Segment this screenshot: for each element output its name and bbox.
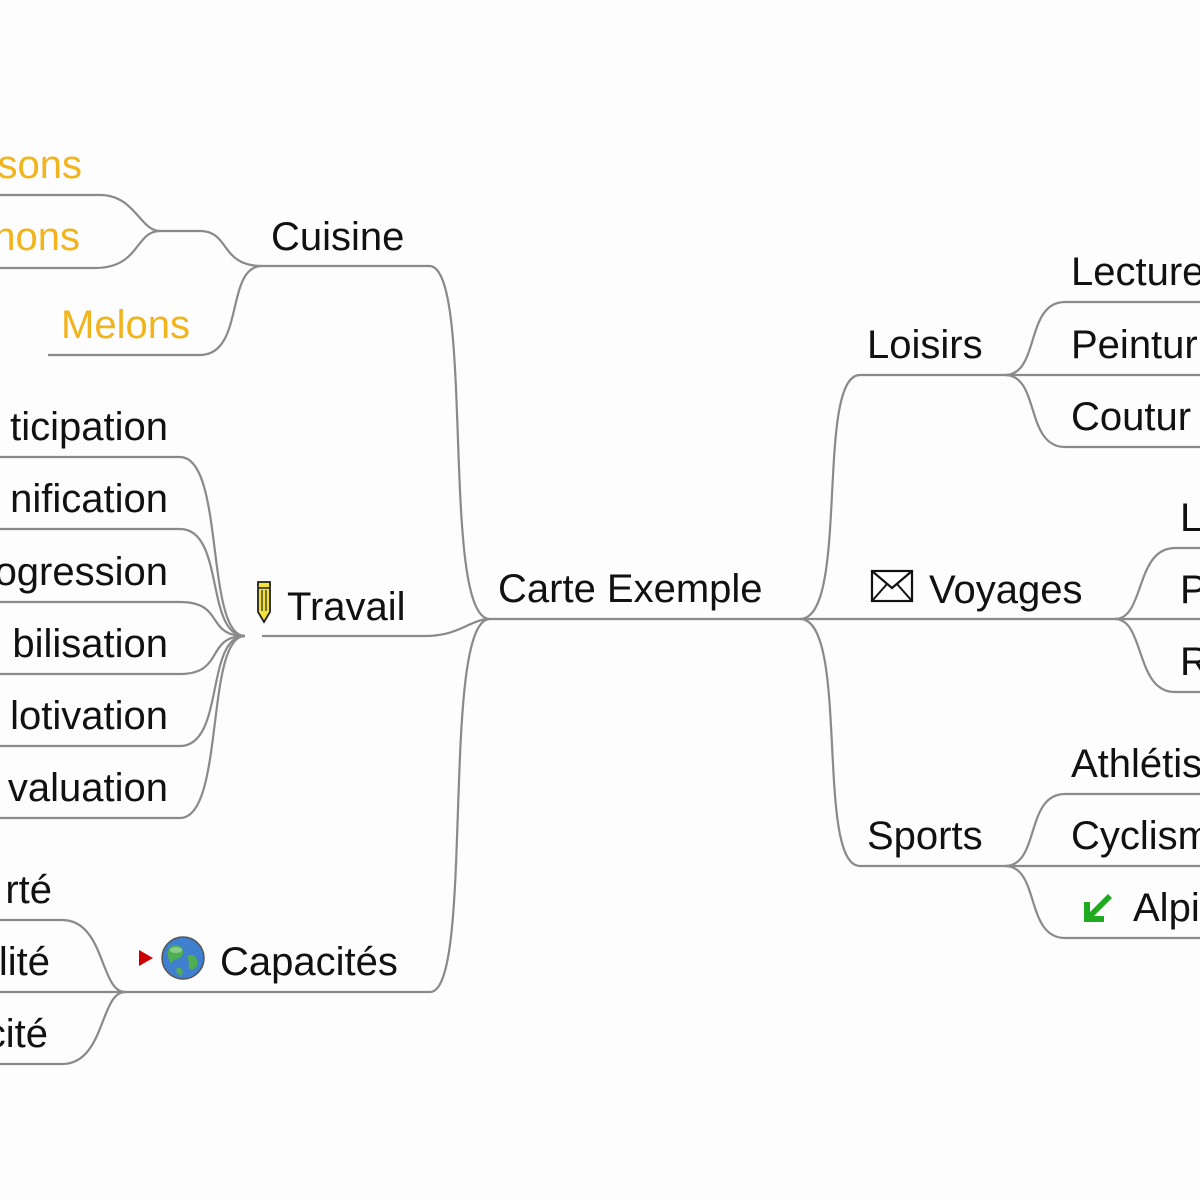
leaf-travail-6[interactable]: valuation <box>8 766 168 810</box>
node-travail[interactable]: Travail <box>287 585 406 629</box>
leaf-loisirs-1[interactable]: Lecture <box>1071 250 1200 294</box>
edge-root-left <box>262 617 491 638</box>
leaf-travail-2[interactable]: nification <box>10 477 168 521</box>
node-cuisine[interactable]: Cuisine <box>271 215 404 259</box>
red-triangle-icon <box>139 950 153 966</box>
leaf-loisirs-3[interactable]: Coutur <box>1071 395 1191 439</box>
root-node[interactable]: Carte Exemple <box>498 567 763 611</box>
node-voyages[interactable]: Voyages <box>929 568 1082 612</box>
edge-root-right <box>799 617 1005 868</box>
leaf-loisirs-2[interactable]: Peintur <box>1071 323 1198 367</box>
edge-voyages-child <box>1114 617 1200 694</box>
leaf-cuisine-1[interactable]: sons <box>0 143 82 187</box>
leaf-cuisine-2[interactable]: nons <box>0 215 80 259</box>
globe-icon <box>161 936 205 980</box>
node-capacites[interactable]: Capacités <box>220 940 398 984</box>
pencil-icon <box>257 581 271 624</box>
edge-root-left <box>262 264 491 621</box>
edge-cuisine-child <box>160 229 263 268</box>
leaf-travail-3[interactable]: ogression <box>0 550 168 594</box>
edge-loisirs-child <box>1004 300 1200 377</box>
edge-cuisine-child <box>0 193 161 233</box>
edge-root-right <box>799 373 1005 621</box>
envelope-icon <box>870 569 914 603</box>
edge-root-left <box>125 617 491 994</box>
leaf-voyages-3[interactable]: R <box>1180 640 1200 684</box>
green-arrow-icon <box>1084 894 1112 922</box>
leaf-cuisine-3[interactable]: Melons <box>61 303 190 347</box>
edge-capacites-child <box>0 990 126 1066</box>
node-sports[interactable]: Sports <box>867 814 983 858</box>
edge-travail-child <box>0 455 246 638</box>
leaf-voyages-2[interactable]: P <box>1180 568 1200 612</box>
leaf-travail-5[interactable]: lotivation <box>10 694 168 738</box>
leaf-capacites-1[interactable]: rté <box>5 868 52 912</box>
edge-sports-child <box>1004 792 1200 868</box>
edge-travail-child <box>0 634 246 748</box>
edge-cuisine-child <box>48 264 263 357</box>
edge-travail-child <box>0 634 246 676</box>
leaf-sports-2[interactable]: Cyclism <box>1071 814 1200 858</box>
leaf-travail-4[interactable]: bilisation <box>12 622 168 666</box>
edge-sports-child <box>1004 864 1200 940</box>
leaf-sports-1[interactable]: Athlétis <box>1071 742 1200 786</box>
leaf-capacites-3[interactable]: cité <box>0 1012 48 1056</box>
edge-capacites-child <box>0 918 126 994</box>
leaf-capacites-2[interactable]: lité <box>0 940 50 984</box>
edge-cuisine-child <box>0 229 161 270</box>
edge-travail-child <box>0 600 246 638</box>
edge-voyages-child <box>1114 546 1200 621</box>
connector-lines <box>0 193 1200 1066</box>
leaf-travail-1[interactable]: ticipation <box>10 405 168 449</box>
edge-loisirs-child <box>1004 373 1200 449</box>
leaf-sports-3[interactable]: Alpi <box>1133 886 1200 930</box>
node-loisirs[interactable]: Loisirs <box>867 323 983 367</box>
leaf-voyages-1[interactable]: L <box>1180 496 1200 540</box>
edge-travail-child <box>0 527 246 638</box>
edge-travail-child <box>0 634 246 820</box>
